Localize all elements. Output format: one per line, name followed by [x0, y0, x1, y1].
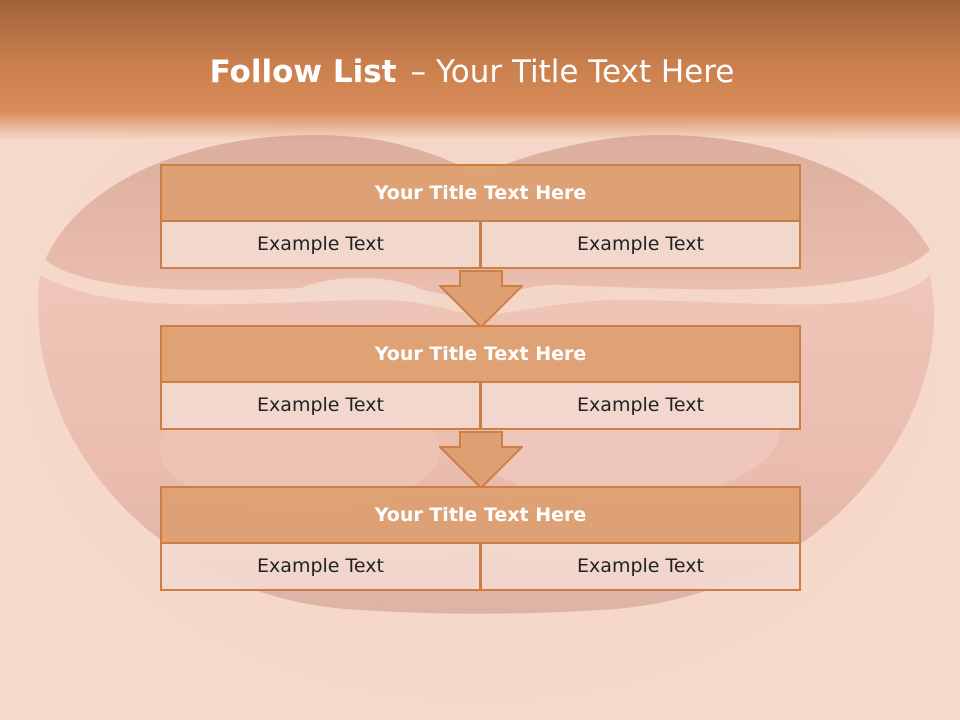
- list-block-title: Your Title Text Here: [160, 164, 801, 222]
- list-block-row: Example Text Example Text: [160, 220, 801, 269]
- list-block-cell-right: Example Text: [480, 220, 801, 269]
- list-block-cell-left: Example Text: [160, 542, 481, 591]
- list-block-title: Your Title Text Here: [160, 486, 801, 544]
- list-block-1: Your Title Text Here Example Text Exampl…: [160, 164, 801, 269]
- list-block-cell-right: Example Text: [480, 542, 801, 591]
- list-block-row: Example Text Example Text: [160, 381, 801, 430]
- list-block-title: Your Title Text Here: [160, 325, 801, 383]
- list-block-3: Your Title Text Here Example Text Exampl…: [160, 486, 801, 591]
- down-arrow-icon: [439, 270, 523, 328]
- list-block-2: Your Title Text Here Example Text Exampl…: [160, 325, 801, 430]
- list-block-cell-left: Example Text: [160, 220, 481, 269]
- slide-title: Follow List–Your Title Text Here: [0, 54, 944, 90]
- list-block-row: Example Text Example Text: [160, 542, 801, 591]
- slide-title-bold: Follow List: [209, 54, 397, 90]
- down-arrow-icon: [439, 431, 523, 489]
- list-block-cell-left: Example Text: [160, 381, 481, 430]
- header-band: [0, 0, 960, 140]
- slide-title-separator: –: [410, 54, 426, 90]
- slide-title-rest: Your Title Text Here: [435, 54, 735, 90]
- list-block-cell-right: Example Text: [480, 381, 801, 430]
